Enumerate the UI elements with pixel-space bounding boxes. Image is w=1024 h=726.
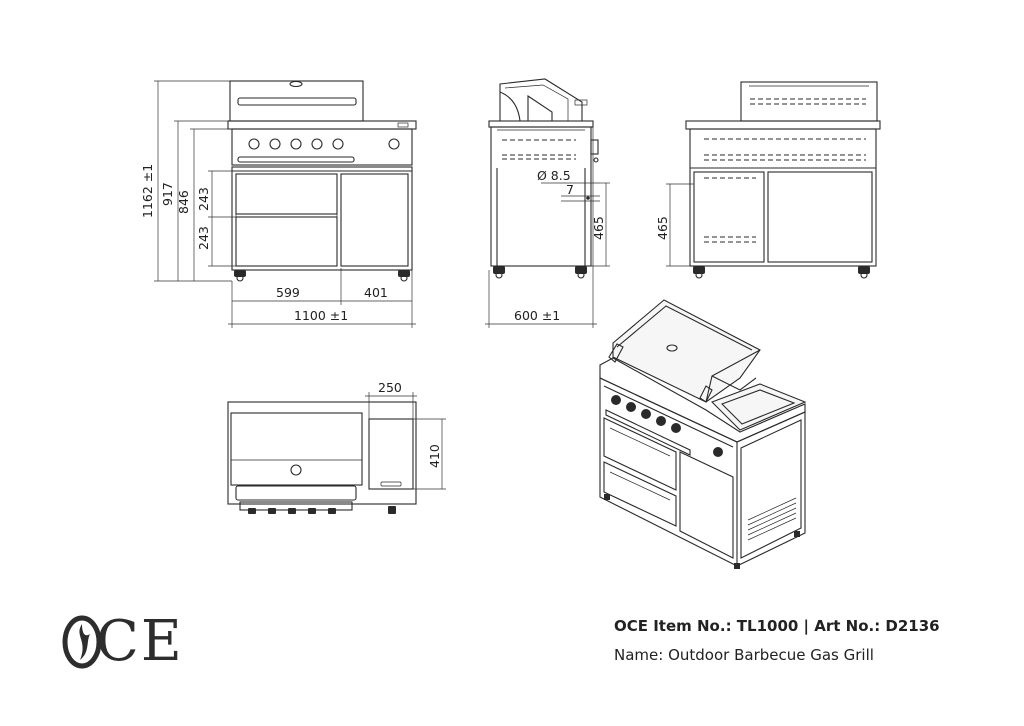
dim-drawer-lower: 243 [196, 226, 211, 250]
dim-side-height: 465 [591, 216, 606, 240]
side-vents [502, 139, 576, 160]
dim-body-height: 917 [160, 182, 175, 206]
iso-vents [747, 497, 797, 541]
side-view: Ø 8.5 7 465 600 ±1 [485, 78, 610, 328]
dim-drawer-upper: 243 [196, 187, 211, 211]
front-view: 1162 ±1 917 846 243 243 599 401 1100 ±1 [140, 80, 417, 328]
dim-hole-offset: 7 [566, 182, 574, 197]
dim-top-side-depth: 410 [427, 444, 442, 468]
dim-cabinet-height: 846 [176, 190, 191, 214]
dim-top-side-width: 250 [378, 380, 402, 395]
item-number-line: OCE Item No.: TL1000 | Art No.: D2136 [614, 617, 940, 635]
isometric-view [599, 299, 807, 569]
top-view: 250 410 [227, 380, 446, 514]
dim-rear-height: 465 [655, 216, 670, 240]
burner-knobs [248, 138, 400, 150]
dim-left-width: 599 [276, 285, 300, 300]
dim-right-width: 401 [364, 285, 388, 300]
top-view-knobs [248, 506, 396, 514]
dim-total-width: 1100 ±1 [294, 308, 348, 323]
dim-side-depth: 600 ±1 [514, 308, 560, 323]
flame-O-icon [62, 615, 102, 669]
logo-wordmark: CE [96, 609, 184, 674]
rear-view: 465 [655, 81, 881, 279]
iso-knobs [611, 395, 723, 457]
product-name-line: Name: Outdoor Barbecue Gas Grill [614, 646, 874, 664]
dim-hole-diameter: Ø 8.5 [537, 168, 571, 183]
dim-total-height: 1162 ±1 [140, 164, 155, 218]
